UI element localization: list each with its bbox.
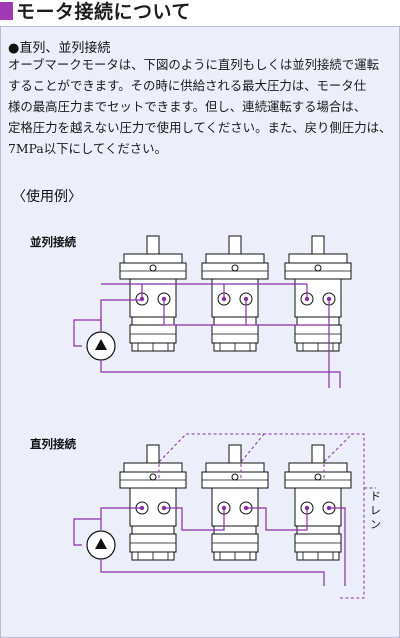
hydraulic-motor-icon <box>284 444 352 561</box>
pump-icon <box>86 530 116 560</box>
description-paragraph: オーブマークモータは、下図のように直列もしくは並列接続で運転 することができます… <box>8 54 394 159</box>
drain-label-char-2: レ <box>370 504 381 517</box>
series-diagram: ド レ ン <box>73 433 385 599</box>
paragraph-line: オーブマークモータは、下図のように直列もしくは並列接続で運転 <box>8 57 379 72</box>
section-title: モータ接続について <box>16 1 191 23</box>
paragraph-line: することができます。その時に供給される最大圧力は、モータ仕 <box>8 78 367 93</box>
hydraulic-motor-icon <box>119 444 187 561</box>
parallel-connection-label: 並列接続 <box>30 235 76 249</box>
paragraph-line: 様の最高圧力までセットできます。但し、連続運転する場合は、 <box>8 99 367 114</box>
hydraulic-motor-icon <box>201 235 269 352</box>
drain-label-char-1: ド <box>370 490 381 503</box>
paragraph-line: 7MPa以下にしてください。 <box>8 141 167 156</box>
drain-label: ド レ ン <box>370 490 385 531</box>
hydraulic-motor-icon <box>201 444 269 561</box>
paragraph-line: 定格圧力を越えない圧力で使用してください。また、戻り側圧力は、 <box>8 120 392 135</box>
section-header: モータ接続について <box>0 0 400 26</box>
pump-icon <box>86 331 116 361</box>
series-connection-label: 直列接続 <box>30 437 76 451</box>
section-marker <box>0 2 13 20</box>
hydraulic-motor-icon <box>119 235 187 352</box>
usage-example-label: 〈使用例〉 <box>12 189 82 205</box>
hydraulic-motor-icon <box>284 235 352 352</box>
subsection-heading: ●直列、並列接続 <box>8 41 111 56</box>
drain-label-char-3: ン <box>370 518 381 531</box>
parallel-diagram <box>73 235 352 388</box>
